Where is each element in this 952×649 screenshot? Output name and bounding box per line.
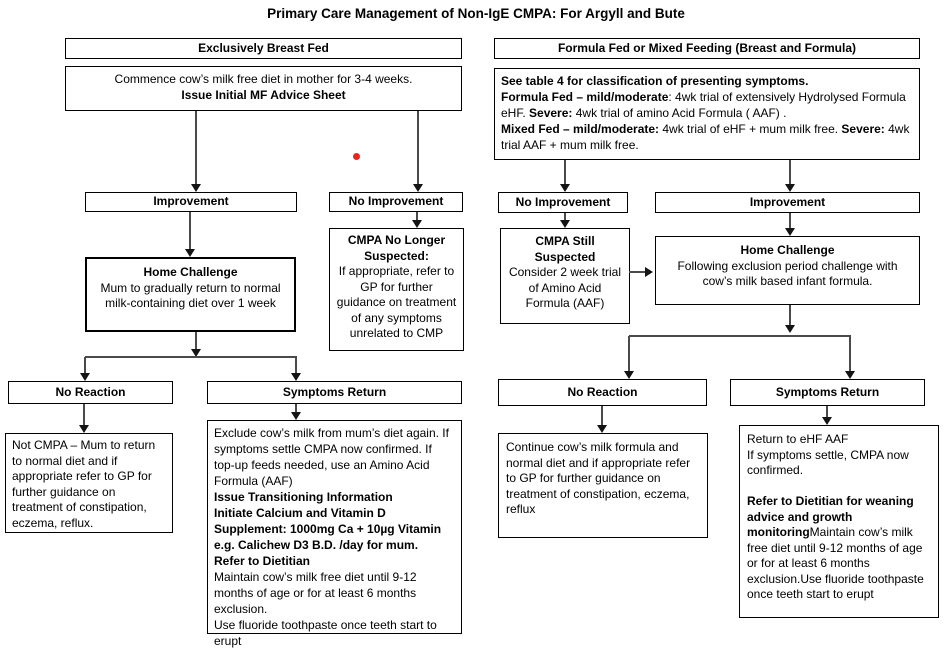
connector-line [564, 213, 566, 220]
no-improvement-box-left: No Improvement [329, 192, 463, 212]
breastfed-commence-box: Commence cow’s milk free diet in mother … [65, 66, 462, 111]
connector-line [826, 406, 828, 417]
arrowhead-down-icon [191, 184, 201, 192]
arrowhead-down-icon [785, 325, 795, 333]
breastfed-header-box: Exclusively Breast Fed [65, 38, 462, 59]
arrowhead-down-icon [560, 184, 570, 192]
arrowhead-down-icon [79, 425, 89, 433]
arrowhead-down-icon [191, 349, 201, 357]
connector-line [628, 336, 630, 371]
classification-box: See table 4 for classification of presen… [494, 68, 920, 160]
connector-line [417, 111, 419, 184]
arrowhead-down-icon [185, 249, 195, 257]
symptoms-return-box-left: Symptoms Return [207, 381, 462, 404]
no-reaction-box-right: No Reaction [498, 379, 707, 406]
arrowhead-down-icon [785, 228, 795, 236]
red-marker-dot [353, 153, 360, 160]
connector-line [195, 111, 197, 184]
cmpa-no-longer-box: CMPA No Longer Suspected:If appropriate,… [329, 228, 464, 351]
no-improvement-box-right: No Improvement [498, 192, 628, 213]
connector-line [189, 212, 191, 249]
connector-line [84, 357, 86, 373]
arrowhead-right-icon [645, 267, 653, 277]
arrowhead-down-icon [845, 371, 855, 379]
connector-line [789, 305, 791, 325]
connector-line [629, 335, 851, 337]
connector-line [789, 213, 791, 228]
connector-line [849, 336, 851, 371]
arrowhead-down-icon [291, 373, 301, 381]
connector-line [416, 212, 418, 220]
connector-line [629, 271, 645, 273]
arrowhead-down-icon [785, 184, 795, 192]
formula-header-box: Formula Fed or Mixed Feeding (Breast and… [494, 38, 920, 59]
page-title: Primary Care Management of Non-IgE CMPA:… [267, 6, 685, 21]
arrowhead-down-icon [80, 373, 90, 381]
arrowhead-down-icon [597, 425, 607, 433]
connector-line [295, 404, 297, 412]
improvement-box-left: Improvement [85, 192, 297, 212]
connector-line [601, 406, 603, 425]
connector-line [295, 357, 297, 373]
exclude-plan-box: Exclude cow’s milk from mum’s diet again… [207, 420, 462, 648]
arrowhead-down-icon [560, 220, 570, 228]
not-cmpa-box: Not CMPA – Mum to return to normal diet … [5, 433, 173, 533]
connector-line [83, 404, 85, 425]
no-reaction-box-left: No Reaction [8, 381, 173, 404]
connector-line [789, 160, 791, 184]
connector-line [85, 356, 297, 358]
arrowhead-down-icon [291, 412, 301, 420]
connector-line [564, 160, 566, 184]
connector-line [195, 332, 197, 349]
arrowhead-down-icon [822, 417, 832, 425]
arrowhead-down-icon [624, 371, 634, 379]
continue-plan-box: Continue cow’s milk formula and normal d… [498, 433, 708, 538]
arrowhead-down-icon [412, 220, 422, 228]
symptoms-return-box-right: Symptoms Return [730, 379, 925, 406]
arrowhead-down-icon [413, 184, 423, 192]
improvement-box-right: Improvement [655, 192, 920, 213]
